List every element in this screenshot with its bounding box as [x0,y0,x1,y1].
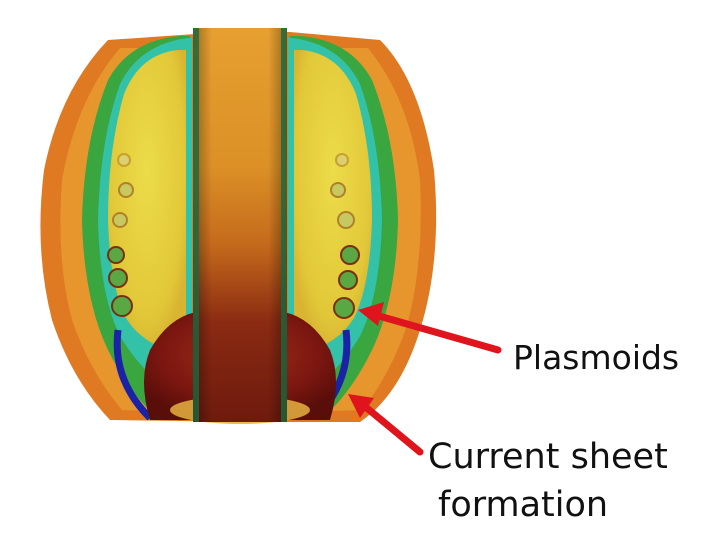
plasmoids-label: Plasmoids [513,338,680,377]
right-plasmoid-chain [330,153,360,319]
left-plasmoid-chain [107,153,134,317]
plasmoids-arrow [358,302,502,354]
current-sheet-arrow [348,394,424,456]
current-sheet-label-line2: formation [438,485,609,525]
current-sheet-label-line1: Current sheet [428,437,668,477]
current-sheet-label: Current sheet formation [428,433,668,529]
left-current-sheet [113,329,153,421]
